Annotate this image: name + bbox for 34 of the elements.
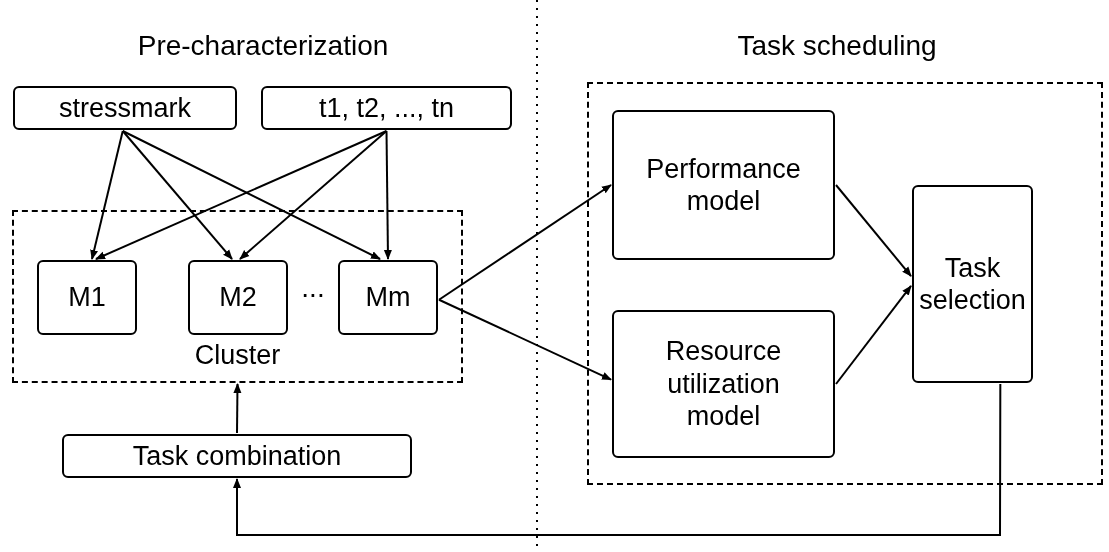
process-box	[62, 434, 412, 478]
ellipsis-label: ...	[301, 272, 325, 304]
process-box	[338, 260, 438, 335]
process-box	[612, 110, 835, 260]
section-heading: Pre-characterization	[137, 30, 389, 62]
dashed-group-box	[587, 82, 1103, 485]
node-label: Task combination	[132, 439, 342, 473]
node-label: Resource utilization model	[664, 335, 783, 433]
node-label: stressmark	[59, 91, 191, 125]
arrow	[233, 383, 1002, 536]
arrow	[233, 383, 242, 434]
arrow	[383, 130, 392, 260]
process-box	[188, 260, 288, 335]
arrow	[438, 298, 612, 381]
arrow	[438, 184, 612, 301]
arrow	[121, 130, 233, 260]
process-box	[912, 185, 1033, 383]
process-box	[612, 310, 835, 458]
arrow	[90, 130, 124, 260]
process-box	[37, 260, 137, 335]
process-box	[261, 86, 512, 130]
node-label: Cluster	[194, 338, 281, 371]
node-label: Task selection	[918, 251, 1027, 317]
process-box	[13, 86, 237, 130]
arrow	[835, 184, 912, 278]
section-heading: Task scheduling	[737, 30, 937, 62]
node-label: Mm	[365, 281, 411, 314]
arrow	[239, 130, 388, 260]
node-label: t1, t2, ..., tn	[318, 91, 455, 125]
node-label: M2	[219, 281, 257, 314]
dashed-group-box	[12, 210, 463, 383]
node-label: Performance model	[645, 152, 802, 218]
arrow	[835, 285, 912, 385]
node-label: M1	[68, 281, 106, 314]
